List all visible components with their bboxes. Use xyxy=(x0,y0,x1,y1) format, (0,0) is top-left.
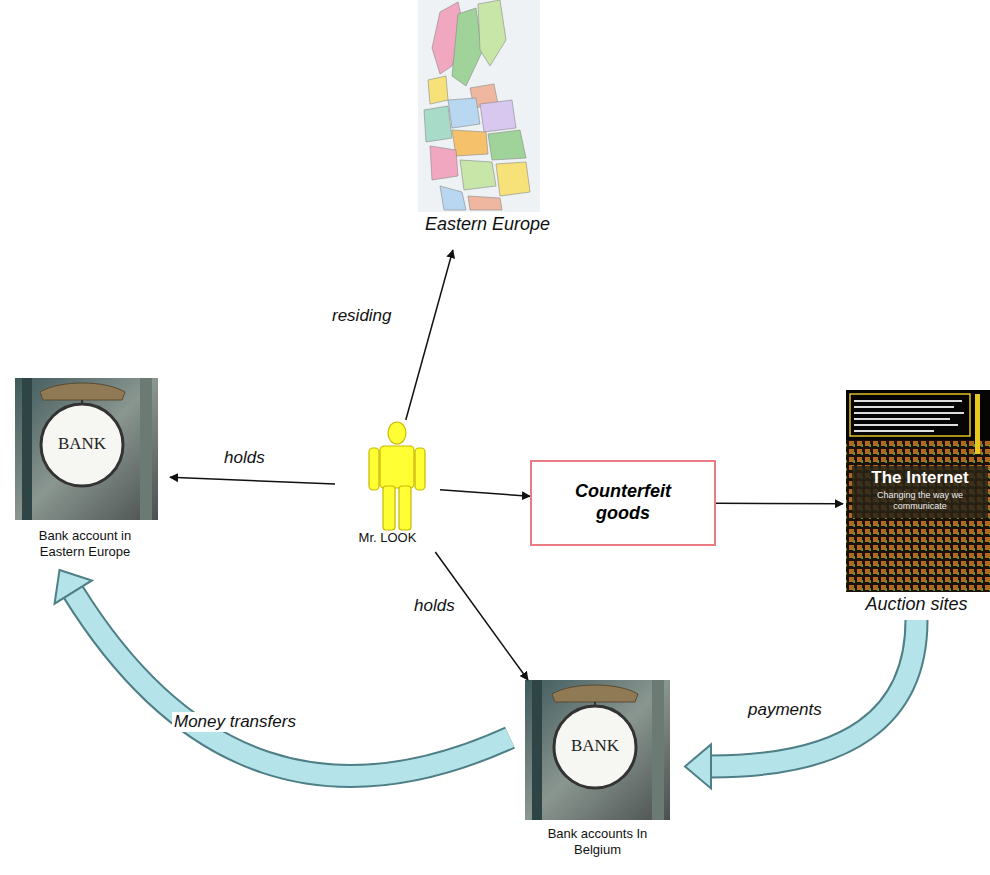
flow-arrow xyxy=(685,620,917,788)
process-box: Counterfeit goods xyxy=(530,460,716,546)
arrow-head xyxy=(55,570,92,604)
node-label: Bank accounts In Belgium xyxy=(548,826,648,857)
edge-label: payments xyxy=(746,700,824,720)
europe-map xyxy=(418,0,540,212)
node-label: Counterfeit goods xyxy=(558,481,688,524)
connector-arrow xyxy=(170,477,335,484)
cover-title: The Internet xyxy=(856,468,984,488)
connector-arrow xyxy=(716,503,843,505)
arrow-outline xyxy=(711,620,917,766)
connector-arrow xyxy=(435,552,528,680)
arrow-body xyxy=(73,592,510,776)
node-label: Auction sites xyxy=(847,594,987,616)
edge-label: holds xyxy=(222,448,267,468)
sign-text: BANK xyxy=(42,434,122,454)
node-label: Eastern Europe xyxy=(398,214,578,236)
sign-text: BANK xyxy=(555,736,635,756)
connector-arrow xyxy=(440,490,530,496)
person-node: Mr. LOOK xyxy=(335,420,440,552)
node-label: Mr. LOOK xyxy=(338,530,438,546)
cover-subtitle: Changing the way we communicate xyxy=(856,490,984,512)
edge-label: holds xyxy=(412,596,457,616)
connector-arrow xyxy=(406,250,453,420)
edge-label: residing xyxy=(330,306,394,326)
map-node: Eastern Europe xyxy=(395,0,580,250)
internet-picture xyxy=(846,390,990,592)
bank-picture xyxy=(15,378,158,520)
bank-node: Bank account in Eastern Europe xyxy=(0,378,170,570)
person-figure xyxy=(369,422,425,530)
arrow-body xyxy=(711,620,917,766)
bank-node: Bank accounts In Belgium xyxy=(510,680,685,872)
flow-arrow xyxy=(55,570,510,776)
arrow-head xyxy=(685,744,711,788)
edge-label: Money transfers xyxy=(172,712,298,732)
arrow-outline xyxy=(73,592,510,776)
node-label: Bank account in Eastern Europe xyxy=(23,528,147,559)
bank-picture xyxy=(525,680,670,820)
